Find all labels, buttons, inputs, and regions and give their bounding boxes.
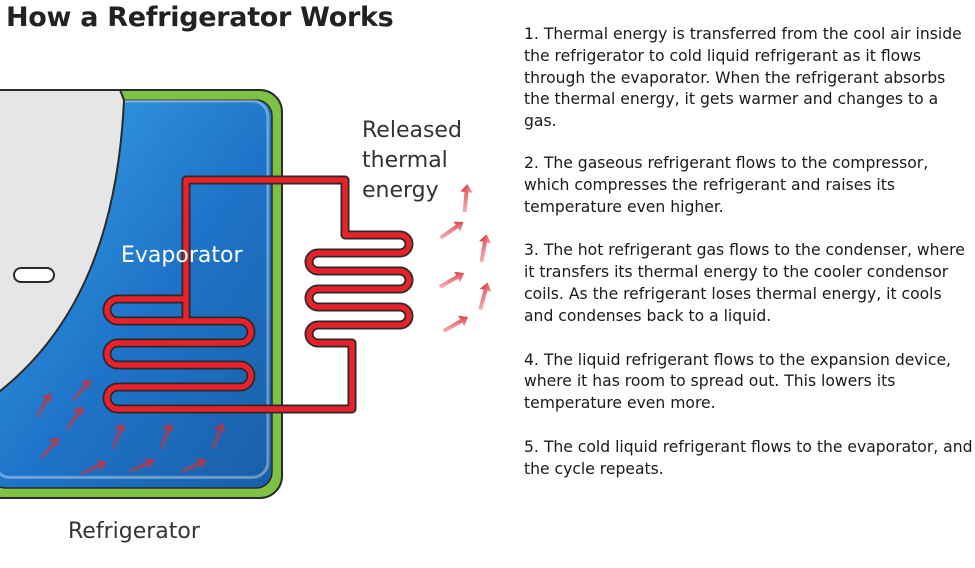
evaporator-label: Evaporator bbox=[121, 243, 243, 268]
page-title: How a Refrigerator Works bbox=[6, 2, 394, 33]
cold-air-arrows bbox=[35, 379, 226, 476]
refrigerator-diagram bbox=[0, 89, 492, 499]
step-3: 3. The hot refrigerant gas flows to the … bbox=[524, 241, 965, 325]
released-heat-arrows bbox=[438, 184, 492, 333]
step-1: 1. Thermal energy is transferred from th… bbox=[524, 25, 962, 131]
steps-list: 1. Thermal energy is transferred from th… bbox=[524, 24, 974, 503]
step-4: 4. The liquid refrigerant flows to the e… bbox=[524, 350, 951, 413]
released-thermal-energy-label: Released thermal energy bbox=[362, 118, 462, 203]
refrigerant-pipe bbox=[102, 175, 414, 414]
refrigerator-door bbox=[0, 89, 126, 393]
step-5: 5. The cold liquid refrigerant flows to … bbox=[524, 437, 973, 478]
step-2: 2. The gaseous refrigerant flows to the … bbox=[524, 153, 929, 216]
refrigerator-label: Refrigerator bbox=[68, 519, 200, 544]
door-handle bbox=[13, 267, 55, 283]
